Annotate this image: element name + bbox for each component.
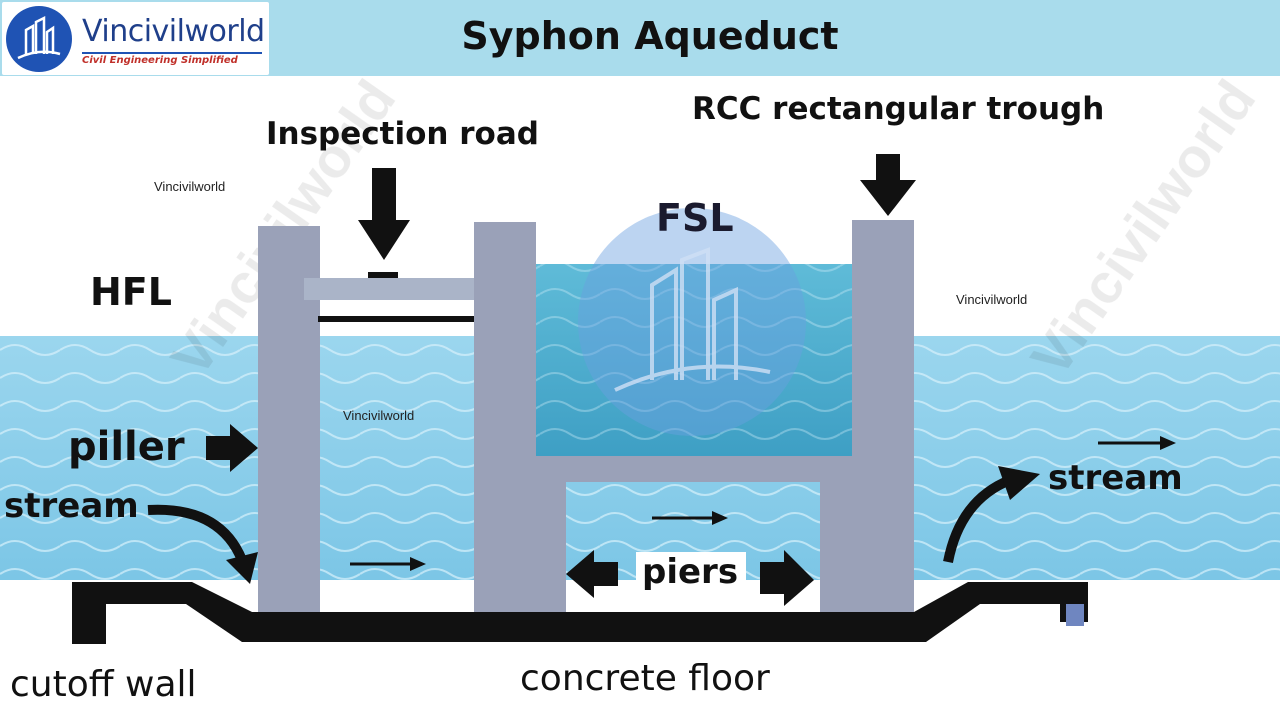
trough-left-wall	[474, 222, 536, 456]
label-fsl: FSL	[656, 196, 734, 240]
label-cutoff-wall: cutoff wall	[10, 664, 197, 705]
flow-arrows	[350, 436, 1176, 571]
trough-water-ripples	[536, 264, 854, 456]
cutoff-wall-right-block	[1066, 604, 1084, 626]
railing-bar	[318, 316, 476, 322]
stream-right-curve-arrow-icon	[943, 475, 1012, 563]
piers-label-background	[636, 552, 746, 596]
road-marker	[368, 272, 398, 278]
label-piller: piller	[68, 424, 185, 470]
right-pier	[820, 482, 914, 614]
stream-right-arrowhead	[998, 466, 1040, 500]
label-stream-left: stream	[4, 486, 139, 526]
label-stream-right: stream	[1048, 458, 1183, 498]
stream-left-arrowhead	[226, 552, 258, 584]
watermark-buildings-icon	[614, 247, 771, 392]
logo-tagline: Civil Engineering Simplified	[82, 52, 262, 66]
label-rcc-trough: RCC rectangular trough	[692, 91, 1105, 127]
trough-right-wall	[852, 220, 914, 456]
watermark-text-3: Vincivilworld	[343, 408, 415, 423]
trough-bottom-slab	[474, 456, 914, 482]
page-title: Syphon Aqueduct	[461, 14, 839, 58]
logo: Vincivilworld Civil Engineering Simplifi…	[2, 2, 269, 75]
label-hfl: HFL	[90, 270, 172, 314]
left-pier	[474, 482, 566, 614]
watermark-text-2: Vincivilworld	[956, 292, 1028, 307]
piller-arrow-icon	[206, 424, 258, 472]
pier-right-arrow-icon	[760, 550, 814, 606]
inspection-road-slab	[304, 278, 474, 300]
watermark-circle	[578, 208, 806, 436]
label-piers: piers	[642, 552, 739, 592]
stream-left-curve-arrow-icon	[147, 504, 247, 563]
pier-left-arrow-icon	[566, 550, 618, 598]
logo-buildings-icon	[6, 6, 72, 72]
rcc-trough-arrow-icon	[860, 154, 916, 216]
label-concrete-floor: concrete floor	[520, 658, 770, 699]
label-inspection-road: Inspection road	[266, 116, 539, 152]
concrete-floor	[72, 582, 1088, 644]
watermark-text-1: Vincivilworld	[154, 179, 226, 194]
logo-name: Vincivilworld	[82, 14, 265, 49]
inspection-road-arrow-icon	[358, 168, 410, 260]
